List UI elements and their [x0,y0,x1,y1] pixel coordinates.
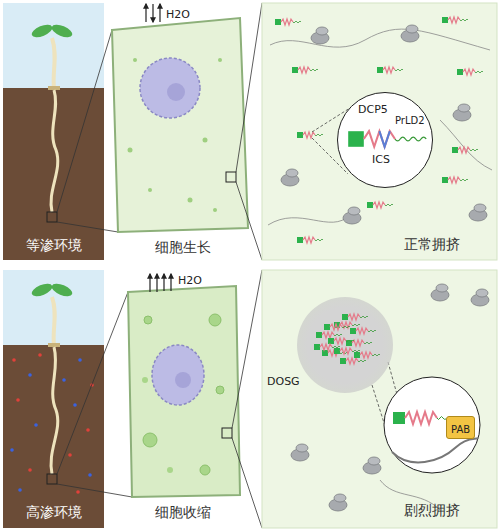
panel-label: 等渗环境 [26,237,82,254]
panel-label: 细胞收缩 [155,504,211,521]
crowding-panel: 正常拥挤 DCP5ICS PrLD2 [262,3,497,260]
water-label: H2O [166,8,190,21]
protein-callout: DCP5ICS PrLD2 [337,92,433,188]
panel-label: 细胞生长 [155,239,211,256]
panel-label: 高渗环境 [26,504,82,521]
protein-label: DCP5 [358,103,388,116]
protein-label: ICS [372,153,390,166]
cell-panel: 细胞生长 [106,3,260,260]
environment-panel: 等渗环境 [3,3,104,260]
protein-label: DOSG [267,375,300,388]
protein-label: PrLD2 [395,115,425,127]
water-label: H2O [178,274,202,287]
cell-panel: 细胞收缩 [106,270,260,528]
crowding-panel: 剧烈拥挤 DOSG PAB [262,270,497,528]
condensate-granule: DOSG [297,297,393,393]
pab-domain: PAB [446,416,475,439]
panel-label: 正常拥挤 [404,236,460,253]
panel-label: 剧烈拥挤 [404,502,460,519]
domain-label: PAB [451,424,470,436]
environment-panel: 高渗环境 [3,270,104,528]
